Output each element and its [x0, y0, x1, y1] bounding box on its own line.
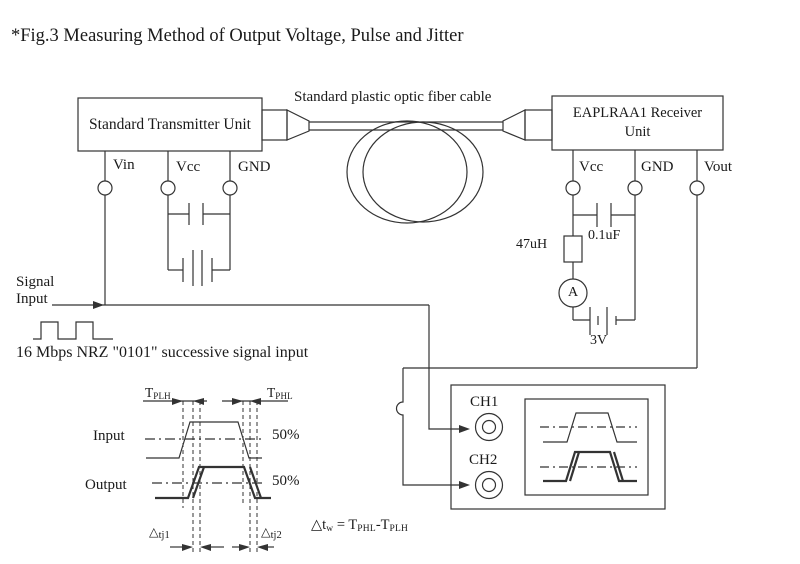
tplh-label: TPLH [145, 385, 171, 401]
timing-output-label: Output [85, 477, 127, 493]
tj2-label: △tj2 [261, 524, 282, 541]
transmitter-supply-circuit [167, 195, 231, 286]
ammeter-letter: A [567, 285, 579, 300]
signal-input-label: Signal Input [16, 274, 54, 308]
pin-label-tx-vcc: Vcc [176, 159, 201, 175]
ch1-label: CH1 [470, 394, 499, 410]
formula-s3: PLH [389, 524, 409, 534]
nrz-pulse-train [33, 321, 113, 340]
jitter-formula: △tw = TPHL-TPLH [311, 517, 408, 534]
inductor-symbol [563, 235, 583, 263]
tj1-text: tj1 [158, 530, 170, 541]
formula-p3: -T [375, 517, 390, 533]
timing-top-dimension [143, 398, 288, 405]
tphl-sub: PHL [275, 391, 293, 401]
timing-dashed-guides [182, 401, 258, 552]
scope-trace-ch2 [540, 450, 637, 483]
tj1-label: △tj1 [149, 524, 170, 541]
scope-trace-ch1 [540, 412, 637, 443]
figure-title: *Fig.3 Measuring Method of Output Voltag… [11, 26, 464, 46]
battery-label: 3V [590, 333, 608, 348]
receiver-label-line2: Unit [624, 124, 651, 140]
fiber-connector-right [502, 109, 553, 141]
ch2-label: CH2 [469, 452, 498, 468]
fiber-cable-label: Standard plastic optic fiber cable [294, 89, 492, 105]
ch2-connector [474, 470, 504, 500]
ch1-connector [474, 412, 504, 442]
pin-label-vout: Vout [704, 159, 733, 175]
oscilloscope-box [450, 384, 666, 510]
fifty-percent-output: 50% [272, 473, 300, 489]
capacitor-label: 0.1uF [588, 228, 621, 243]
timing-bottom-dimension [170, 544, 274, 551]
tphl-label: TPHL [267, 385, 293, 401]
nrz-description: 16 Mbps NRZ "0101" successive signal inp… [16, 344, 309, 361]
fifty-percent-input: 50% [272, 427, 300, 443]
fiber-cable-line [309, 121, 503, 131]
inductor-label: 47uH [516, 237, 548, 252]
fiber-coil [346, 120, 484, 224]
formula-s2: PHL [357, 524, 376, 534]
formula-p2: = T [333, 517, 358, 533]
formula-s1: w [326, 524, 334, 534]
timing-input-wave [145, 421, 264, 459]
tj2-triangle: △ [261, 525, 271, 539]
timing-input-label: Input [93, 428, 125, 444]
receiver-label: EAPLRAA1 Receiver Unit [552, 96, 723, 150]
transmitter-label: Standard Transmitter Unit [89, 115, 251, 133]
tphl-main: T [267, 385, 276, 400]
signal-input-label-line2: Input [16, 290, 48, 307]
pin-label-vin: Vin [113, 157, 135, 173]
tj1-triangle: △ [149, 525, 159, 539]
pin-label-rx-gnd: GND [641, 159, 674, 175]
receiver-label-line1: EAPLRAA1 Receiver [572, 105, 703, 122]
signal-input-label-line1: Signal [16, 274, 55, 290]
pin-label-rx-vcc: Vcc [579, 159, 604, 175]
timing-output-wave [152, 465, 271, 500]
tplh-sub: PLH [153, 391, 171, 401]
fiber-connector-left [261, 109, 310, 141]
formula-p1: △t [311, 517, 327, 533]
tplh-main: T [145, 385, 154, 400]
receiver-supply-circuit [558, 195, 636, 335]
tj2-text: tj2 [270, 530, 282, 541]
vout-wire [395, 195, 698, 489]
timing-diagram [143, 398, 288, 552]
scope-screen [524, 398, 649, 496]
ch1-wire [428, 305, 470, 433]
signal-input-wire [52, 195, 429, 309]
pin-label-tx-gnd: GND [238, 159, 271, 175]
